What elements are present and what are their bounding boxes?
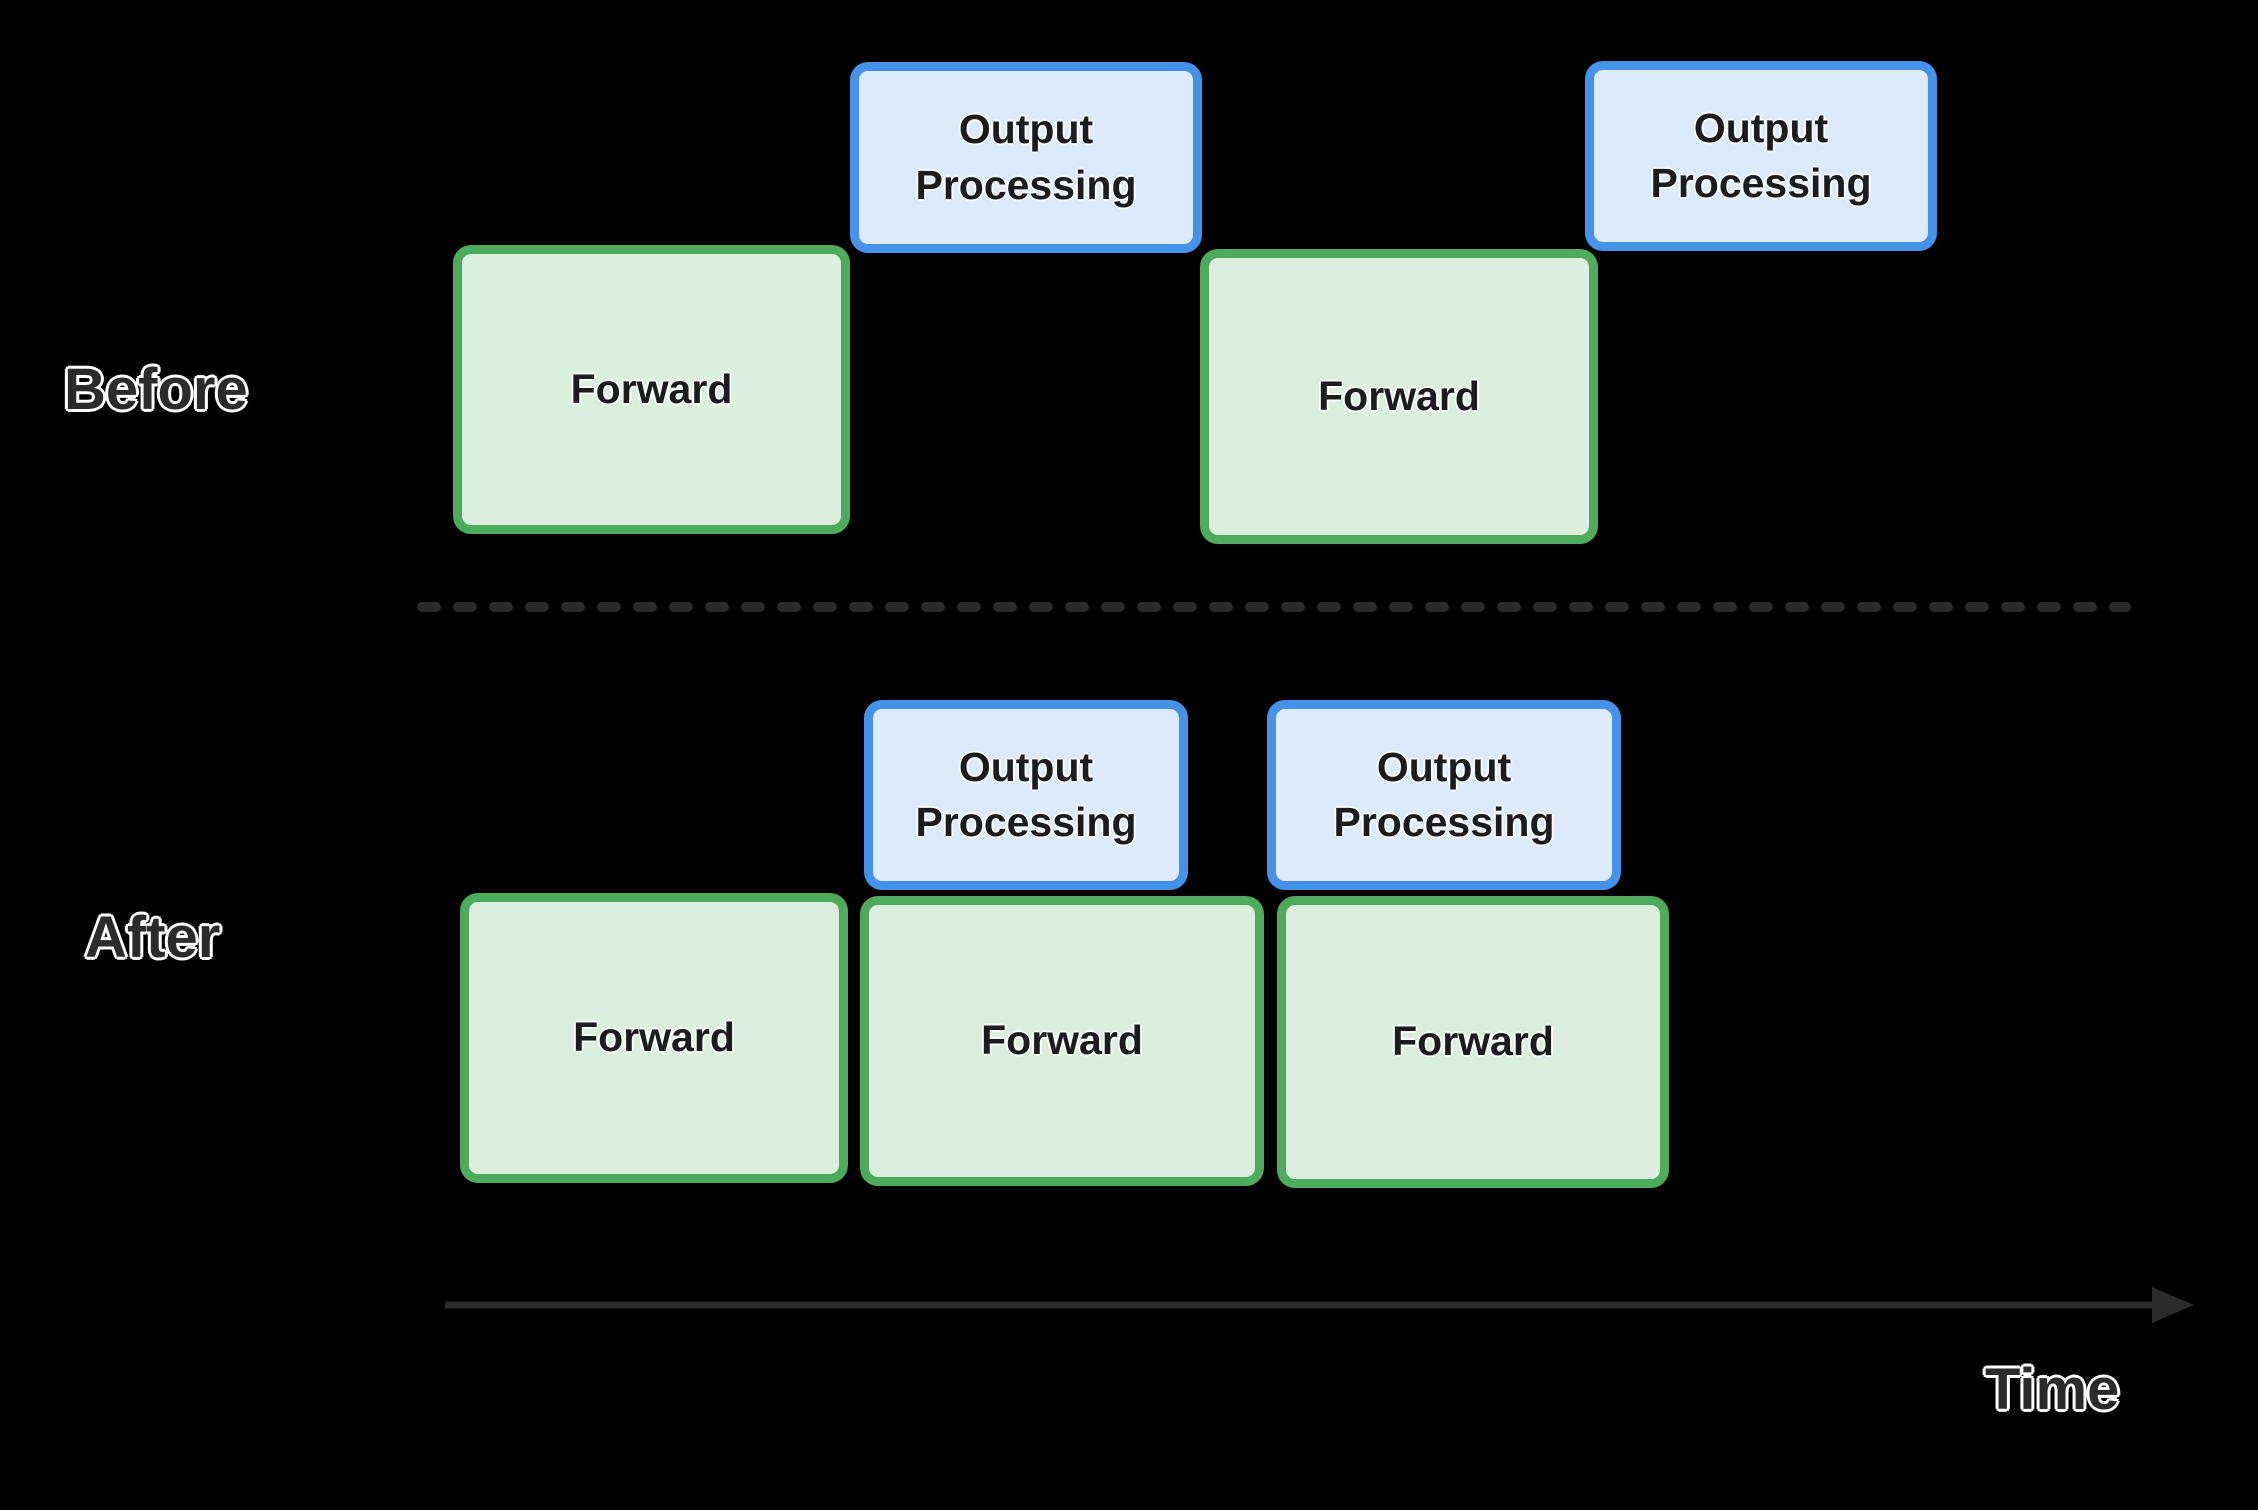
time-axis-arrow: [445, 1287, 2194, 1323]
before-output-processing-box-1: Output Processing: [850, 62, 1202, 253]
after-forward-box-1: Forward: [460, 893, 848, 1183]
after-output-processing-box-1: Output Processing: [864, 700, 1188, 890]
forward-box-label: Forward: [1392, 1018, 1554, 1065]
time-axis-label: Time: [1985, 1357, 2120, 1422]
output-processing-box-label: Output Processing: [1650, 104, 1872, 206]
before-forward-box-2: Forward: [1200, 249, 1598, 544]
before-forward-box-1: Forward: [453, 245, 850, 534]
forward-box-label: Forward: [573, 1014, 735, 1061]
output-processing-box-label: Output Processing: [1333, 743, 1555, 845]
section-divider-dashed-line: [417, 602, 2131, 612]
forward-box-label: Forward: [570, 365, 733, 412]
output-processing-box-label: Output Processing: [915, 106, 1137, 208]
after-output-processing-box-2: Output Processing: [1267, 700, 1621, 890]
forward-box-label: Forward: [1318, 372, 1480, 419]
after-forward-box-3: Forward: [1277, 896, 1669, 1188]
after-forward-box-2: Forward: [860, 896, 1264, 1186]
forward-box-label: Forward: [981, 1017, 1143, 1064]
before-output-processing-box-2: Output Processing: [1585, 61, 1937, 251]
output-processing-box-label: Output Processing: [915, 743, 1137, 845]
after-row-label: After: [85, 905, 221, 970]
before-row-label: Before: [64, 357, 248, 422]
